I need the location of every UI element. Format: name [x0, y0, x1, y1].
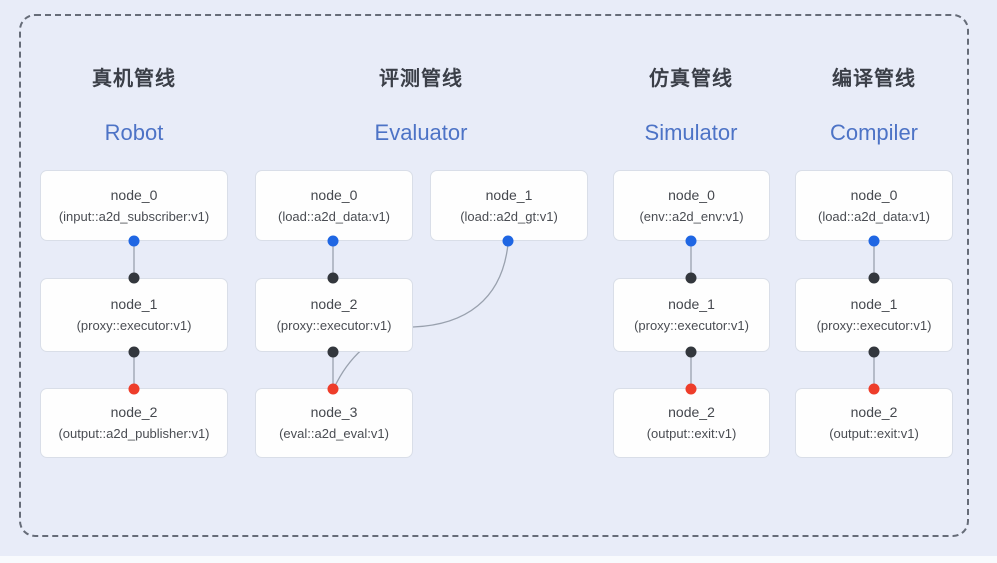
input-port-dot-red — [868, 383, 880, 395]
node-card-compiler-0: node_0 (load::a2d_data:v1) — [795, 170, 953, 241]
output-port-dot-black — [868, 346, 880, 358]
output-port-dot-black — [128, 346, 140, 358]
pipeline-title-en-evaluator: Evaluator — [374, 120, 468, 145]
input-port-dot-red — [327, 383, 339, 395]
node-name: node_0 — [850, 186, 898, 203]
node-card-evaluator-0: node_0 (load::a2d_data:v1) — [255, 170, 413, 241]
node-name: node_1 — [485, 186, 533, 203]
node-type: (env::a2d_env:v1) — [639, 208, 744, 224]
node-card-robot-1: node_1 (proxy::executor:v1) — [40, 278, 228, 352]
node-type: (load::a2d_gt:v1) — [460, 208, 558, 224]
node-type: (proxy::executor:v1) — [816, 318, 932, 333]
node-card-evaluator-1: node_1 (load::a2d_gt:v1) — [430, 170, 588, 241]
output-port-dot-blue — [685, 235, 697, 247]
node-card-simulator-0: node_0 (env::a2d_env:v1) — [613, 170, 770, 241]
node-card-simulator-1: node_1 (proxy::executor:v1) — [613, 278, 770, 352]
node-name: node_0 — [668, 186, 715, 203]
output-port-dot-black — [327, 346, 339, 358]
node-card-compiler-2: node_2 (output::exit:v1) — [795, 388, 953, 458]
pipeline-title-zh-simulator: 仿真管线 — [649, 68, 733, 90]
node-type: (output::a2d_publisher:v1) — [58, 426, 210, 441]
node-type: (load::a2d_data:v1) — [277, 208, 391, 224]
node-type: (proxy::executor:v1) — [76, 318, 192, 333]
dashed-border-frame — [19, 14, 969, 537]
input-port-dot-black — [128, 272, 140, 284]
pipeline-title-en-robot: Robot — [104, 120, 164, 145]
node-type: (proxy::executor:v1) — [276, 318, 392, 333]
node-card-simulator-2: node_2 (output::exit:v1) — [613, 388, 770, 458]
node-name: node_2 — [668, 404, 715, 420]
bottom-edge-strip — [0, 556, 997, 563]
output-port-dot-blue — [327, 235, 339, 247]
connector-curve-gt-to-eval — [334, 243, 509, 387]
node-type: (input::a2d_subscriber:v1) — [58, 208, 210, 224]
node-name: node_0 — [110, 186, 158, 203]
input-port-dot-black — [327, 272, 339, 284]
node-name: node_0 — [310, 186, 358, 203]
node-name: node_1 — [668, 296, 715, 312]
node-type: (proxy::executor:v1) — [634, 318, 749, 333]
node-card-evaluator-2: node_2 (proxy::executor:v1) — [255, 278, 413, 352]
input-port-dot-black — [685, 272, 697, 284]
node-name: node_2 — [110, 404, 158, 420]
node-type: (output::exit:v1) — [646, 426, 737, 441]
input-port-dot-red — [128, 383, 140, 395]
node-name: node_1 — [110, 296, 158, 312]
pipeline-title-zh-compiler: 编译管线 — [832, 68, 916, 90]
pipeline-title-en-compiler: Compiler — [829, 120, 919, 145]
node-name: node_2 — [850, 404, 898, 420]
pipeline-title-en-simulator: Simulator — [644, 120, 738, 145]
node-type: (load::a2d_data:v1) — [817, 208, 931, 224]
node-name: node_3 — [310, 404, 358, 420]
node-card-compiler-1: node_1 (proxy::executor:v1) — [795, 278, 953, 352]
output-port-dot-blue — [502, 235, 514, 247]
output-port-dot-blue — [868, 235, 880, 247]
input-port-dot-red — [685, 383, 697, 395]
input-port-dot-black — [868, 272, 880, 284]
pipeline-title-zh-robot: 真机管线 — [92, 68, 176, 90]
output-port-dot-black — [685, 346, 697, 358]
node-name: node_1 — [850, 296, 898, 312]
pipeline-title-zh-evaluator: 评测管线 — [379, 68, 463, 90]
node-card-robot-0: node_0 (input::a2d_subscriber:v1) — [40, 170, 228, 241]
output-port-dot-blue — [128, 235, 140, 247]
node-type: (eval::a2d_eval:v1) — [279, 426, 389, 441]
node-card-robot-2: node_2 (output::a2d_publisher:v1) — [40, 388, 228, 458]
node-type: (output::exit:v1) — [829, 426, 919, 441]
node-card-evaluator-3: node_3 (eval::a2d_eval:v1) — [255, 388, 413, 458]
node-name: node_2 — [310, 296, 358, 312]
